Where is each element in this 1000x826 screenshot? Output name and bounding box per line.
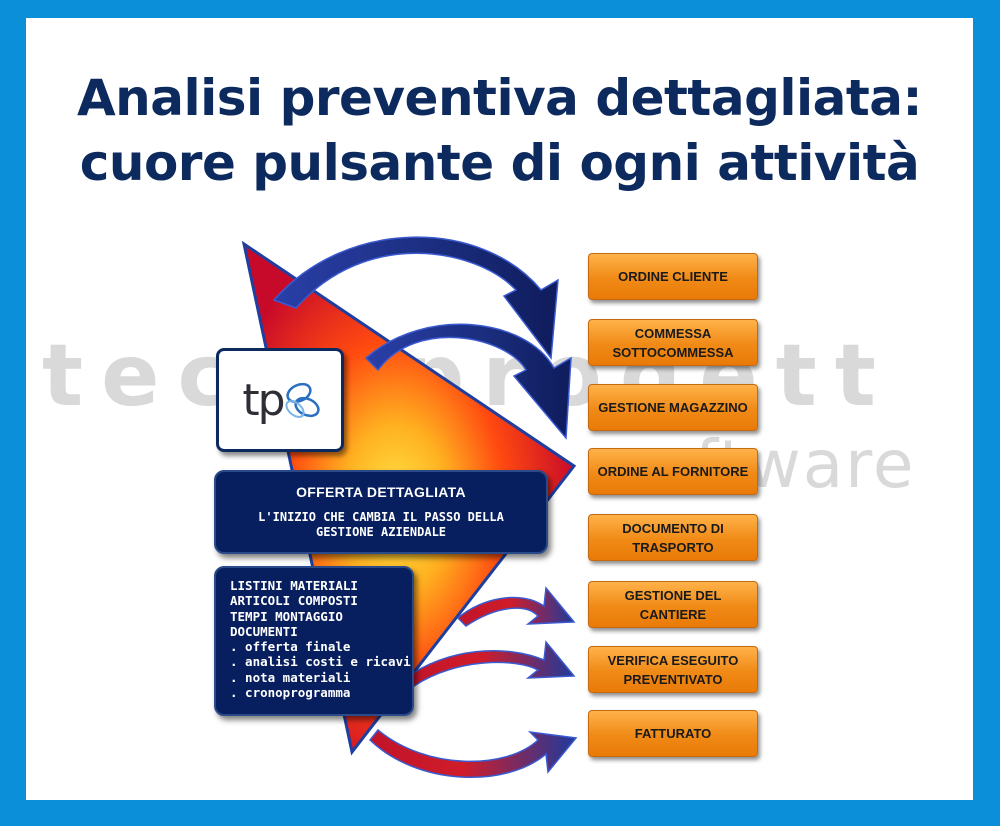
step-gestione-cantiere: GESTIONE DEL CANTIERE bbox=[588, 581, 758, 628]
curved-arrow-4 bbox=[404, 640, 576, 687]
curved-arrow-5 bbox=[368, 728, 578, 779]
feature-item: . nota materiali bbox=[230, 669, 351, 685]
curved-arrow-3 bbox=[456, 586, 576, 627]
page-title: Analisi preventiva dettagliata: cuore pu… bbox=[26, 66, 973, 196]
offer-title: OFFERTA DETTAGLIATA bbox=[296, 484, 466, 500]
feature-item: TEMPI MONTAGGIO bbox=[230, 608, 343, 624]
company-logo: tp bbox=[216, 348, 344, 452]
feature-item: DOCUMENTI bbox=[230, 623, 298, 639]
step-fatturato: FATTURATO bbox=[588, 710, 758, 757]
curved-arrow-1 bbox=[272, 236, 559, 360]
curved-arrow-2 bbox=[364, 323, 572, 440]
feature-item: LISTINI MATERIALI bbox=[230, 578, 358, 593]
step-ordine-fornitore: ORDINE AL FORNITORE bbox=[588, 448, 758, 495]
title-line-1: Analisi preventiva dettagliata: bbox=[76, 69, 923, 127]
step-documento-trasporto: DOCUMENTO DI TRASPORTO bbox=[588, 514, 758, 561]
step-commessa: COMMESSA SOTTOCOMMESSA bbox=[588, 319, 758, 366]
features-box: LISTINI MATERIALI ARTICOLI COMPOSTI TEMP… bbox=[214, 566, 414, 716]
step-verifica-eseguito: VERIFICA ESEGUITO PREVENTIVATO bbox=[588, 646, 758, 693]
offer-box: OFFERTA DETTAGLIATA L'INIZIO CHE CAMBIA … bbox=[214, 470, 548, 554]
step-ordine-cliente: ORDINE CLIENTE bbox=[588, 253, 758, 300]
offer-subtitle: L'INIZIO CHE CAMBIA IL PASSO DELLA GESTI… bbox=[258, 510, 504, 539]
interlocking-loops-icon bbox=[285, 382, 320, 418]
logo-text: tp bbox=[242, 374, 285, 426]
feature-item: . analisi costi e ricavi bbox=[230, 654, 411, 670]
feature-item: . offerta finale bbox=[230, 639, 351, 655]
step-gestione-magazzino: GESTIONE MAGAZZINO bbox=[588, 384, 758, 431]
slide-frame: tecnoprogett software Analisi preventiva… bbox=[26, 18, 973, 800]
feature-item: . cronoprogramma bbox=[230, 685, 351, 701]
flow-diagram bbox=[241, 236, 578, 779]
title-line-2: cuore pulsante di ogni attività bbox=[79, 134, 920, 192]
feature-item: ARTICOLI COMPOSTI bbox=[230, 593, 358, 609]
